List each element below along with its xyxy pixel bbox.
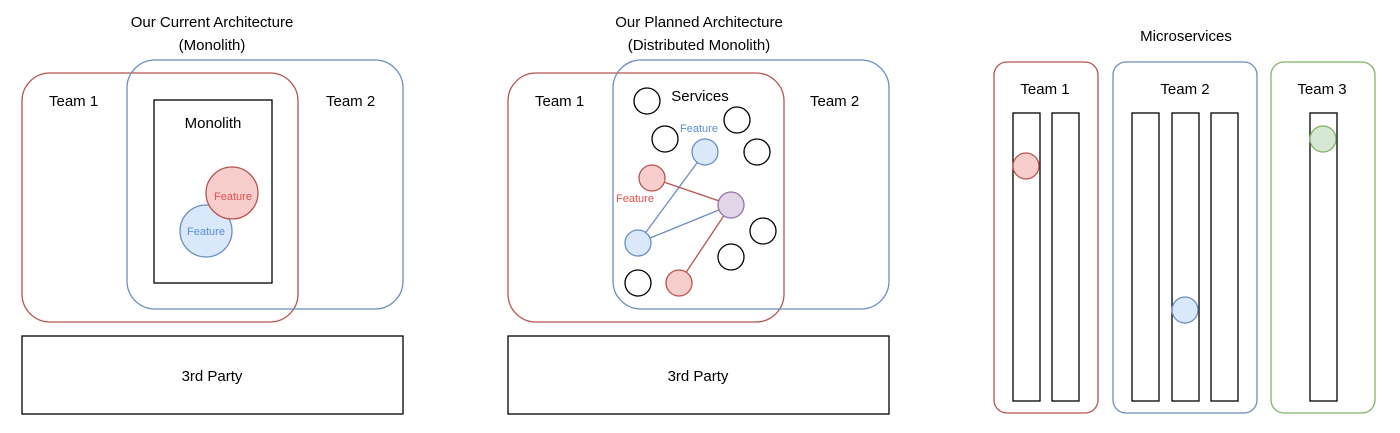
micro-blue-feature-node bbox=[1171, 296, 1199, 324]
planned-red-feature-node bbox=[638, 164, 666, 192]
red-feature-to-hub-edge bbox=[651, 177, 732, 206]
micro-red-feature-node bbox=[1012, 152, 1040, 180]
current-title-line1: Our Current Architecture bbox=[131, 14, 294, 31]
planned-team2-boundary bbox=[612, 59, 890, 310]
blue-service-node bbox=[624, 229, 652, 257]
current-team2-boundary bbox=[126, 59, 404, 310]
micro-team1-label: Team 1 bbox=[1020, 81, 1069, 98]
current-blue-feature-node bbox=[179, 204, 233, 258]
planned-team2-label: Team 2 bbox=[810, 93, 859, 110]
current-team1-label: Team 1 bbox=[49, 93, 98, 110]
microservices-title: Microservices bbox=[1140, 28, 1232, 45]
current-title-line2: (Monolith) bbox=[179, 37, 246, 54]
micro-team3-boundary bbox=[1270, 61, 1376, 414]
micro-team2-boundary bbox=[1112, 61, 1258, 414]
micro-green-feature-node bbox=[1309, 125, 1337, 153]
blue-feature-to-blue-node-edge bbox=[637, 151, 706, 244]
current-team2-label: Team 2 bbox=[326, 93, 375, 110]
blue-node-to-hub-edge bbox=[637, 204, 732, 244]
service-node bbox=[651, 125, 679, 153]
micro-team2-service bbox=[1171, 112, 1200, 402]
micro-team3-service bbox=[1309, 112, 1338, 402]
current-architecture-panel: Our Current Architecture (Monolith) Team… bbox=[21, 14, 404, 415]
planned-blue-feature-node bbox=[691, 138, 719, 166]
current-red-feature-label: Feature bbox=[214, 191, 252, 203]
hub-to-red-node-edge bbox=[678, 204, 732, 284]
service-node bbox=[717, 243, 745, 271]
red-service-node bbox=[665, 269, 693, 297]
current-team1-boundary bbox=[21, 72, 299, 323]
current-red-feature-node bbox=[205, 166, 259, 220]
planned-blue-feature-label: Feature bbox=[680, 123, 718, 135]
service-node bbox=[624, 269, 652, 297]
planned-team1-label: Team 1 bbox=[535, 93, 584, 110]
planned-red-feature-label: Feature bbox=[616, 193, 654, 205]
planned-third-party-box bbox=[507, 335, 890, 415]
service-node bbox=[633, 87, 661, 115]
monolith-label: Monolith bbox=[185, 115, 242, 132]
micro-team3-label: Team 3 bbox=[1297, 81, 1346, 98]
current-third-party-label: 3rd Party bbox=[182, 368, 243, 385]
micro-team1-boundary bbox=[993, 61, 1099, 414]
micro-team2-label: Team 2 bbox=[1160, 81, 1209, 98]
planned-third-party-label: 3rd Party bbox=[668, 368, 729, 385]
planned-architecture-panel: Our Planned Architecture (Distributed Mo… bbox=[507, 14, 890, 415]
current-third-party-box bbox=[21, 335, 404, 415]
micro-team1-service bbox=[1051, 112, 1080, 402]
micro-team2-service bbox=[1210, 112, 1239, 402]
micro-team2-service bbox=[1131, 112, 1160, 402]
service-node bbox=[743, 138, 771, 166]
shared-hub-node bbox=[717, 191, 745, 219]
service-node bbox=[723, 106, 751, 134]
planned-title-line1: Our Planned Architecture bbox=[615, 14, 783, 31]
planned-title-line2: (Distributed Monolith) bbox=[628, 37, 771, 54]
current-blue-feature-label: Feature bbox=[187, 226, 225, 238]
service-node bbox=[749, 217, 777, 245]
planned-team1-boundary bbox=[507, 72, 785, 323]
services-label: Services bbox=[671, 88, 729, 105]
microservices-panel: Microservices Team 1 Team 2 Team 3 bbox=[993, 28, 1376, 414]
